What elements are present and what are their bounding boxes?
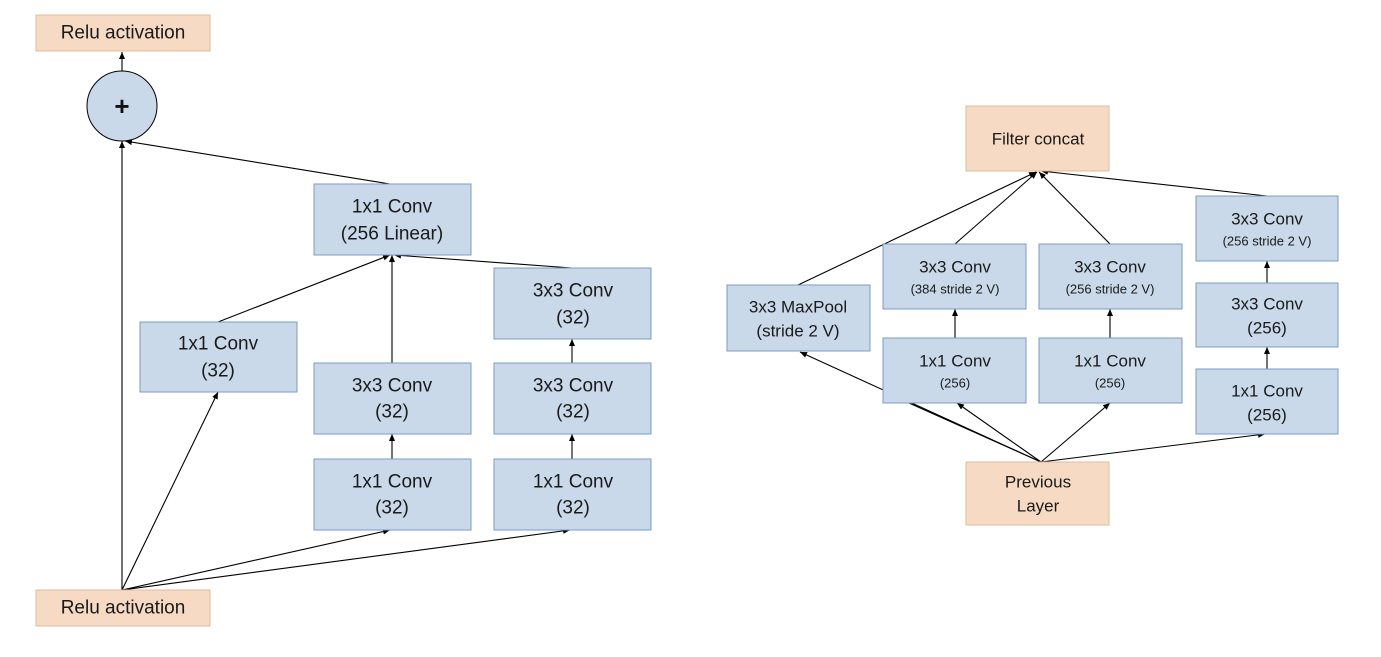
left-b3-conv3x3-top-line1: 3x3 Conv <box>533 281 614 302</box>
edge-prev-to-b2 <box>956 402 1042 463</box>
edge-linear-to-add <box>124 139 391 185</box>
left-b3-conv3x3-top-line2: (32) <box>556 308 590 329</box>
edges <box>119 52 1270 591</box>
left-b2-conv3x3-node: 3x3 Conv (32) <box>313 362 472 435</box>
left-b2-conv1x1-line1: 1x1 Conv <box>352 472 433 493</box>
right-filter-concat-node: Filter concat <box>965 105 1110 172</box>
right-b3-conv1x1-line1: 1x1 Conv <box>1074 352 1146 371</box>
left-b3-conv1x1-line1: 1x1 Conv <box>533 472 614 493</box>
left-b1-conv1x1-line2: (32) <box>201 361 235 382</box>
right-b4-conv3x3-mid-node: 3x3 Conv (256) <box>1195 282 1339 348</box>
right-filter-concat-label: Filter concat <box>992 130 1085 149</box>
left-b1-conv1x1-node: 1x1 Conv (32) <box>139 321 298 393</box>
left-b2-conv3x3-line2: (32) <box>375 402 409 423</box>
left-relu-bottom-label: Relu activation <box>61 598 186 619</box>
right-b2-conv3x3-line2: (384 stride 2 V) <box>911 282 1000 297</box>
left-b3-conv3x3-top-node: 3x3 Conv (32) <box>493 267 652 340</box>
right-b4-conv1x1-node: 1x1 Conv (256) <box>1195 368 1339 435</box>
right-b3-conv3x3-node: 3x3 Conv (256 stride 2 V) <box>1038 243 1183 310</box>
left-b1-conv1x1-line1: 1x1 Conv <box>178 334 259 355</box>
right-b2-conv1x1-node: 1x1 Conv (256) <box>882 337 1027 404</box>
edge-prev-to-b3 <box>1040 402 1111 463</box>
right-b4-conv3x3-mid-line1: 3x3 Conv <box>1231 295 1303 314</box>
right-maxpool-line2: (stride 2 V) <box>756 322 839 341</box>
right-b4-conv3x3-top-node: 3x3 Conv (256 stride 2 V) <box>1195 195 1339 262</box>
edge-relu-to-b3 <box>121 527 571 591</box>
nodes: Relu activation + 1x1 Conv (256 Linear) … <box>35 14 1339 627</box>
left-b2-conv1x1-line2: (32) <box>375 498 409 519</box>
left-conv-linear-line1: 1x1 Conv <box>352 197 433 218</box>
right-b4-conv3x3-top-line2: (256 stride 2 V) <box>1223 234 1312 249</box>
left-relu-top-node: Relu activation <box>35 14 211 52</box>
right-b2-conv1x1-line2: (256) <box>940 376 970 391</box>
right-b4-conv1x1-line1: 1x1 Conv <box>1231 382 1303 401</box>
left-b3-conv1x1-line2: (32) <box>556 498 590 519</box>
left-b3-conv1x1-node: 1x1 Conv (32) <box>493 458 652 531</box>
right-b2-conv1x1-line1: 1x1 Conv <box>919 352 991 371</box>
edge-b2-to-concat <box>954 171 1038 245</box>
left-relu-top-label: Relu activation <box>61 23 186 44</box>
left-relu-bottom-node: Relu activation <box>35 589 211 627</box>
edge-prev-to-b4 <box>1040 431 1266 463</box>
left-b3-conv3x3-mid-line1: 3x3 Conv <box>533 376 614 397</box>
right-b4-conv3x3-mid-line2: (256) <box>1247 319 1287 338</box>
right-b4-conv3x3-top-line1: 3x3 Conv <box>1231 210 1303 229</box>
add-symbol: + <box>114 91 129 121</box>
right-b4-conv1x1-line2: (256) <box>1247 406 1287 425</box>
right-maxpool-node: 3x3 MaxPool (stride 2 V) <box>726 284 871 352</box>
right-maxpool-line1: 3x3 MaxPool <box>749 298 847 317</box>
right-previous-layer-line1: Previous <box>1005 473 1071 492</box>
edge-relu-to-b1 <box>121 391 219 591</box>
right-b3-conv3x3-line2: (256 stride 2 V) <box>1066 282 1155 297</box>
right-b3-conv1x1-line2: (256) <box>1095 376 1125 391</box>
left-b2-conv1x1-node: 1x1 Conv (32) <box>313 458 472 531</box>
edge-relu-to-b2 <box>121 528 391 591</box>
right-b2-conv3x3-node: 3x3 Conv (384 stride 2 V) <box>882 243 1027 310</box>
edge-b4-to-concat <box>1040 168 1268 197</box>
left-b3-conv3x3-mid-node: 3x3 Conv (32) <box>493 362 652 435</box>
left-conv-linear-line2: (256 Linear) <box>341 224 443 245</box>
left-b2-conv3x3-line1: 3x3 Conv <box>352 376 433 397</box>
left-add-node: + <box>86 70 158 142</box>
right-b3-conv1x1-node: 1x1 Conv (256) <box>1038 337 1183 404</box>
right-previous-layer-node: Previous Layer <box>965 461 1110 526</box>
edge-b3-to-concat <box>1038 171 1111 245</box>
edge-b1-to-linear <box>217 254 391 323</box>
left-b3-conv3x3-mid-line2: (32) <box>556 402 590 423</box>
right-previous-layer-line2: Layer <box>1017 497 1060 516</box>
edge-b3-to-linear <box>393 252 573 269</box>
edge-b2-1x1-sideline <box>908 402 1042 463</box>
right-b3-conv3x3-line1: 3x3 Conv <box>1074 258 1146 277</box>
edge-maxpool-to-concat <box>797 171 1037 286</box>
right-b2-conv3x3-line1: 3x3 Conv <box>919 258 991 277</box>
left-conv-linear-node: 1x1 Conv (256 Linear) <box>313 183 472 256</box>
